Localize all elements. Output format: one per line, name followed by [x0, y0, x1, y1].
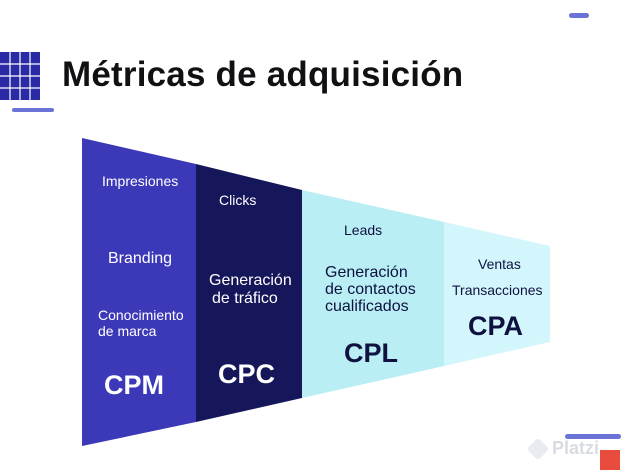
platzi-logo-icon: [526, 437, 550, 460]
stage-cpl-metric: CPL: [344, 338, 398, 368]
stage-cpm-metric: CPM: [104, 370, 164, 400]
stage-cpl-item: de contactos: [325, 281, 416, 298]
watermark-text: Platzi: [552, 438, 600, 458]
funnel-stage-cpa: [444, 222, 550, 366]
funnel-stage-cpm: [82, 138, 196, 446]
funnel-stage-cpl: [302, 190, 444, 398]
stage-cpa-item: Transacciones: [452, 282, 543, 298]
funnel-stage-cpc: [196, 164, 302, 422]
stage-cpc-item: Generación: [209, 272, 292, 289]
stage-cpm-item: Impresiones: [102, 173, 179, 189]
stage-cpc-item: de tráfico: [212, 290, 278, 307]
stage-cpm-item: Branding: [108, 250, 173, 267]
corner-marker: [600, 450, 620, 470]
stage-cpl-item: cualificados: [325, 298, 409, 315]
platzi-watermark: Platzi: [526, 437, 600, 460]
accent-bar-left: [12, 108, 54, 112]
stage-cpl-item: Leads: [344, 222, 383, 238]
stage-cpm-item: de marca: [98, 323, 157, 339]
stage-cpa-metric: CPA: [468, 311, 524, 341]
accent-bar-bottom: [565, 434, 621, 439]
stage-cpc-item: Clicks: [219, 192, 257, 208]
page-title: Métricas de adquisición: [62, 55, 464, 94]
stage-cpm-item: Conocimiento: [98, 307, 184, 323]
accent-bar-top: [569, 13, 589, 18]
stage-cpl-item: Generación: [325, 264, 408, 281]
stage-cpc-metric: CPC: [218, 359, 276, 389]
stage-cpa-item: Ventas: [478, 256, 521, 272]
grid-icon: [0, 52, 40, 100]
